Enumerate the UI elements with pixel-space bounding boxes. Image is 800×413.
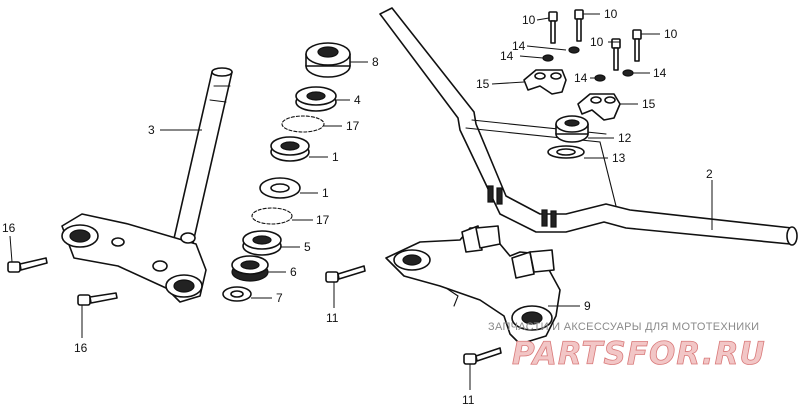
callout-5: 5 — [304, 240, 311, 254]
callout-14-c: 14 — [574, 71, 588, 85]
bearing-race-1-upper — [270, 136, 310, 162]
handlebar-knurl-mark — [550, 210, 557, 228]
callout-16-upper: 16 — [2, 221, 16, 235]
callout-1-upper: 1 — [332, 150, 339, 164]
callout-10-a: 10 — [522, 13, 536, 27]
callout-2: 2 — [706, 167, 713, 181]
nut-14-a — [568, 46, 580, 54]
bolt-16-upper — [7, 257, 48, 273]
bolt-11-lower — [463, 347, 502, 365]
handlebar-knurl-mark — [496, 187, 503, 205]
bolt-10-c — [611, 38, 621, 71]
callout-10-b: 10 — [604, 7, 618, 21]
bolt-10-b — [574, 9, 584, 42]
watermark-tagline: ЗАПЧАСТИ И АКСЕССУАРЫ ДЛЯ МОТОТЕХНИКИ — [488, 321, 759, 333]
callout-17-lower: 17 — [316, 213, 330, 227]
bolt-10-a — [548, 11, 558, 44]
nut-12 — [555, 115, 589, 143]
bearing-race-5 — [242, 230, 282, 256]
callout-3: 3 — [148, 123, 155, 137]
nut-14-b — [542, 54, 554, 62]
steering-stem — [61, 67, 233, 303]
callout-13: 13 — [612, 151, 626, 165]
upper-holder-15-right — [577, 93, 621, 121]
callout-12: 12 — [618, 131, 632, 145]
dust-seal-6 — [231, 255, 269, 282]
callout-10-d: 10 — [664, 27, 678, 41]
callout-16-lower: 16 — [74, 341, 88, 355]
handlebar — [379, 7, 798, 246]
callout-15-left: 15 — [476, 77, 490, 91]
bolt-11-left — [325, 265, 366, 283]
top-bridge-9 — [385, 225, 561, 345]
callout-1-lower: 1 — [322, 186, 329, 200]
bolt-10-d — [632, 29, 642, 62]
callout-4: 4 — [354, 93, 361, 107]
callout-7: 7 — [276, 291, 283, 305]
callout-14-d: 14 — [653, 66, 667, 80]
callout-15-right: 15 — [642, 97, 656, 111]
callout-11-lower: 11 — [462, 393, 475, 407]
washer-13 — [547, 145, 585, 159]
callout-14-a: 14 — [512, 39, 526, 53]
nut-14-d — [622, 69, 634, 77]
top-nut-8 — [305, 42, 351, 78]
callout-labels: 8 4 17 1 1 17 5 6 7 3 16 16 11 11 9 2 10… — [2, 7, 713, 407]
callout-11-left: 11 — [326, 311, 339, 325]
bearing-race-1-lower — [259, 177, 301, 199]
upper-holder-15-left — [523, 69, 567, 95]
leader-lines — [9, 13, 713, 390]
callout-17-upper: 17 — [346, 119, 360, 133]
callout-14-b: 14 — [500, 49, 514, 63]
steel-balls-17-upper — [281, 115, 325, 133]
callout-10-c: 10 — [590, 35, 604, 49]
watermark-logo: PARTSFOR.RU — [512, 336, 766, 372]
steel-balls-17-lower — [251, 207, 293, 225]
nut-14-c — [594, 74, 606, 82]
callout-8: 8 — [372, 55, 379, 69]
callout-6: 6 — [290, 265, 297, 279]
callout-9: 9 — [584, 299, 591, 313]
handlebar-knurl-mark — [541, 209, 548, 227]
handlebar-knurl-mark — [487, 185, 494, 203]
bolt-16-lower — [77, 292, 118, 306]
watermark: ЗАПЧАСТИ И АКСЕССУАРЫ ДЛЯ МОТОТЕХНИКИ PA… — [488, 321, 766, 372]
bearing-race-4 — [295, 86, 337, 112]
washer-7 — [222, 286, 252, 302]
